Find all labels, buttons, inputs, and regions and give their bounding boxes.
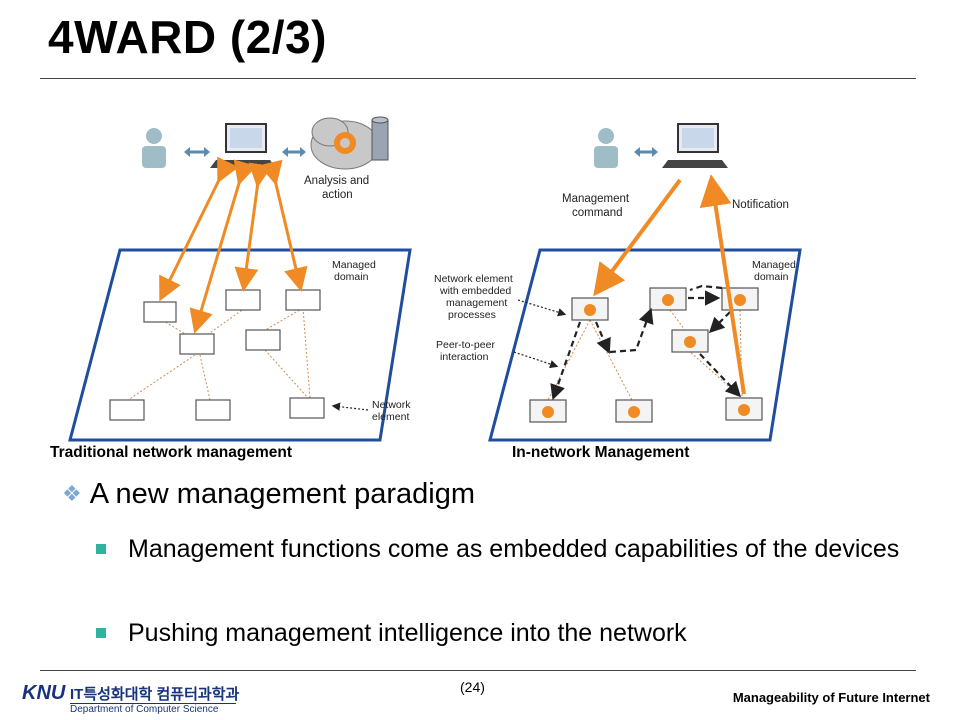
square-bullet-icon: [96, 544, 106, 554]
network-elements-left: [109, 289, 325, 421]
label-embedded-2: with embedded: [439, 285, 511, 297]
management-arrows-right: [593, 174, 746, 395]
double-arrow-icon-right: [634, 147, 658, 157]
main-bullet-text: A new management paradigm: [89, 478, 476, 510]
cloud-icon: [310, 116, 389, 170]
label-analysis-2: action: [322, 189, 353, 201]
operator-icon-right: [594, 128, 618, 168]
footer-rule: [40, 670, 916, 671]
traditional-management-diagram: Analysis and action Managed domain: [68, 116, 412, 442]
label-p2p-1: Peer-to-peer: [436, 339, 495, 351]
label-domain-left-1: Managed: [332, 259, 376, 271]
title-rule: [40, 78, 916, 79]
management-arrows-left: [159, 156, 308, 334]
embedded-elements-right: [529, 287, 763, 423]
label-command-2: command: [572, 207, 623, 219]
diamond-bullet-icon: ❖: [62, 481, 82, 506]
sub-bullet-2-text: Pushing management intelligence into the…: [128, 619, 687, 647]
label-p2p-2: interaction: [440, 351, 489, 363]
label-element-2: element: [372, 411, 409, 423]
logo-korean-text: IT특성화대학 컴퓨터과학과: [70, 686, 240, 703]
caption-in-network: In-network Management: [512, 444, 690, 461]
label-element-1: Network: [372, 399, 411, 411]
in-network-management-diagram: Management command Notification Managed …: [434, 123, 802, 442]
computer-icon-right: [662, 123, 728, 168]
label-analysis-1: Analysis and: [304, 175, 369, 187]
managed-domain-right: [488, 248, 802, 442]
network-management-figure: Analysis and action Managed domain: [68, 116, 802, 442]
label-embedded-1: Network element: [434, 273, 513, 285]
caption-traditional: Traditional network management: [50, 444, 293, 461]
managed-domain-left: [68, 248, 412, 442]
label-embedded-3: management: [446, 297, 507, 309]
square-bullet-icon: [96, 628, 106, 638]
double-arrow-icon-left: [184, 147, 210, 157]
knu-logo: KNU: [22, 682, 66, 704]
sub-bullet-2: Pushing management intelligence into the…: [96, 616, 916, 650]
main-bullet: ❖ A new management paradigm: [62, 478, 475, 511]
label-embedded-4: processes: [448, 309, 496, 321]
page-number: (24): [460, 679, 485, 695]
peer-to-peer-arrows: [550, 284, 742, 401]
computer-icon-left: [210, 123, 276, 168]
operator-icon-left: [142, 128, 166, 168]
sub-bullet-1-text: Management functions come as embedded ca…: [128, 535, 900, 563]
label-notification: Notification: [732, 199, 789, 211]
label-domain-right-2: domain: [754, 271, 789, 283]
label-domain-left-2: domain: [334, 271, 369, 283]
label-command-1: Management: [562, 193, 630, 205]
footer-title: Manageability of Future Internet: [732, 690, 930, 705]
label-domain-right-1: Managed: [752, 259, 796, 271]
sub-bullet-1: Management functions come as embedded ca…: [96, 532, 916, 566]
logo-department-text: Department of Computer Science: [70, 703, 236, 715]
double-arrow-icon-left-2: [282, 147, 306, 157]
slide-title: 4WARD (2/3): [48, 11, 327, 63]
